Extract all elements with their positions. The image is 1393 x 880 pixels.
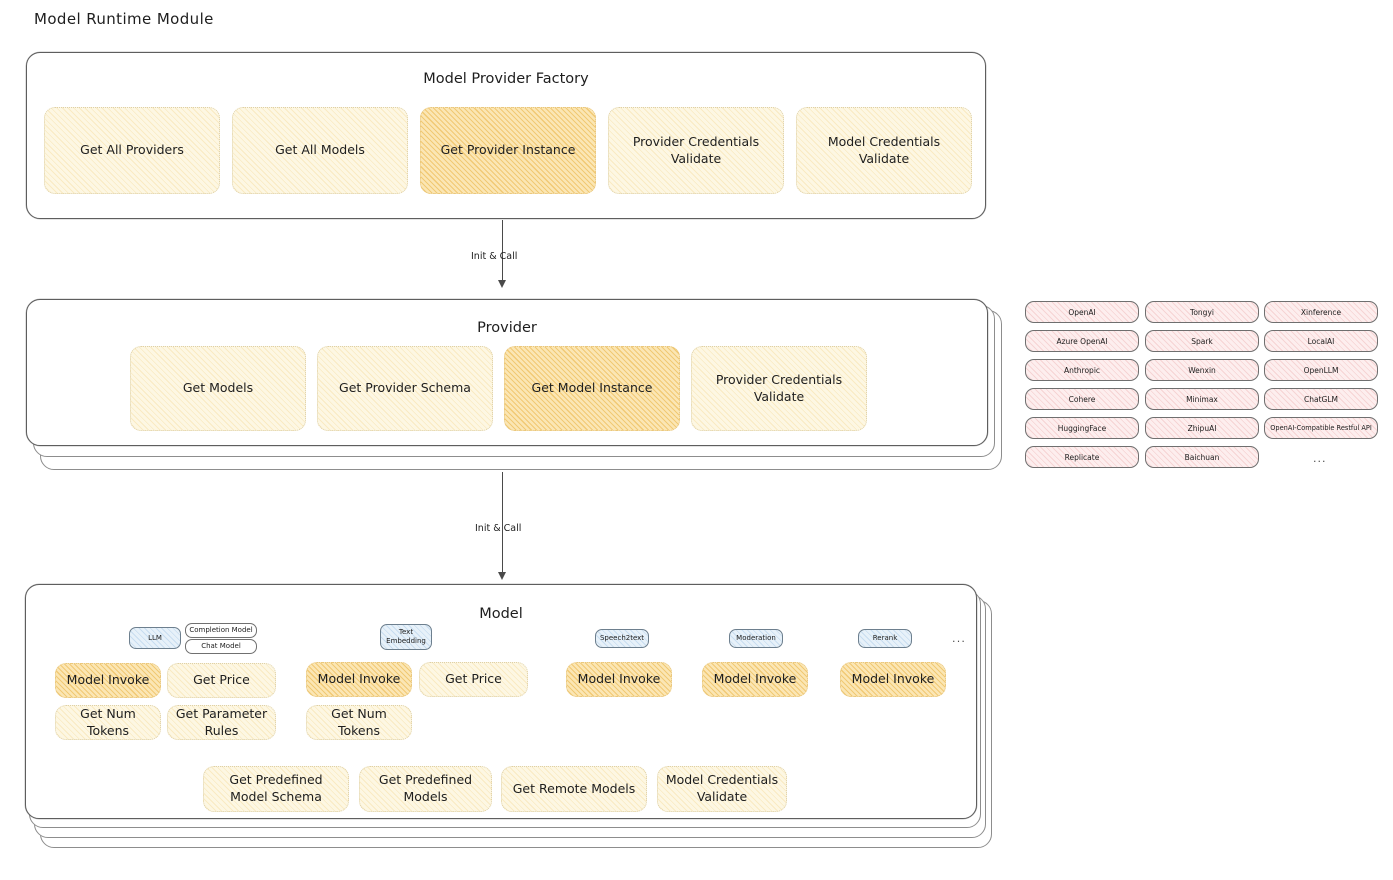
provider-chip-chatglm[interactable]: ChatGLM (1264, 388, 1378, 410)
card-llm-get-parameter-rules[interactable]: Get Parameter Rules (167, 705, 276, 740)
provider-chip-huggingface[interactable]: HuggingFace (1025, 417, 1139, 439)
connector-line-factory-to-provider (502, 220, 504, 283)
provider-chip-zhipuai[interactable]: ZhipuAI (1145, 417, 1259, 439)
connector-arrow-factory-to-provider (498, 280, 506, 288)
provider-chip-openllm[interactable]: OpenLLM (1264, 359, 1378, 381)
card-get-all-models[interactable]: Get All Models (232, 107, 408, 194)
card-provider-get-models[interactable]: Get Models (130, 346, 306, 431)
card-get-all-providers[interactable]: Get All Providers (44, 107, 220, 194)
card-provider-get-model-instance[interactable]: Get Model Instance (504, 346, 680, 431)
model-type-pill-speech2text[interactable]: Speech2text (595, 629, 649, 648)
provider-chip-spark[interactable]: Spark (1145, 330, 1259, 352)
card-get-remote-models[interactable]: Get Remote Models (501, 766, 647, 812)
card-get-provider-instance[interactable]: Get Provider Instance (420, 107, 596, 194)
connector-line-provider-to-model (502, 472, 504, 577)
card-get-predefined-model-schema[interactable]: Get Predefined Model Schema (203, 766, 349, 812)
card-rerank-model-invoke[interactable]: Model Invoke (840, 662, 946, 697)
card-moderation-model-invoke[interactable]: Model Invoke (702, 662, 808, 697)
panel-title-factory: Model Provider Factory (423, 71, 589, 87)
panel-title-provider: Provider (477, 320, 537, 336)
card-text-embedding-get-num-tokens[interactable]: Get Num Tokens (306, 705, 412, 740)
model-type-pill-llm[interactable]: LLM (129, 627, 181, 649)
card-provider-credentials-validate[interactable]: Provider Credentials Validate (691, 346, 867, 431)
card-llm-get-price[interactable]: Get Price (167, 663, 276, 698)
provider-chip-tongyi[interactable]: Tongyi (1145, 301, 1259, 323)
provider-chip-openai[interactable]: OpenAI (1025, 301, 1139, 323)
provider-chip-localai[interactable]: LocalAI (1264, 330, 1378, 352)
card-llm-get-num-tokens[interactable]: Get Num Tokens (55, 705, 161, 740)
card-text-embedding-get-price[interactable]: Get Price (419, 662, 528, 697)
model-type-pill-moderation[interactable]: Moderation (729, 629, 783, 648)
model-types-more-indicator: ... (952, 632, 967, 645)
provider-list-more-indicator: ... (1313, 452, 1327, 465)
model-type-pill-chat-model[interactable]: Chat Model (185, 639, 257, 654)
provider-chip-replicate[interactable]: Replicate (1025, 446, 1139, 468)
card-get-predefined-models[interactable]: Get Predefined Models (359, 766, 492, 812)
provider-chip-azure-openai[interactable]: Azure OpenAI (1025, 330, 1139, 352)
card-speech2text-model-invoke[interactable]: Model Invoke (566, 662, 672, 697)
provider-chip-anthropic[interactable]: Anthropic (1025, 359, 1139, 381)
card-model-credentials-validate-shared[interactable]: Model Credentials Validate (657, 766, 787, 812)
provider-chip-baichuan[interactable]: Baichuan (1145, 446, 1259, 468)
card-text-embedding-model-invoke[interactable]: Model Invoke (306, 662, 412, 697)
model-type-pill-completion-model[interactable]: Completion Model (185, 623, 257, 638)
connector-label-init-and-call-2: Init & Call (475, 523, 522, 534)
model-type-pill-rerank[interactable]: Rerank (858, 629, 912, 648)
provider-chip-xinference[interactable]: Xinference (1264, 301, 1378, 323)
diagram-title: Model Runtime Module (34, 10, 214, 28)
panel-title-model: Model (479, 606, 523, 622)
provider-chip-minimax[interactable]: Minimax (1145, 388, 1259, 410)
card-model-credentials-validate[interactable]: Model Credentials Validate (796, 107, 972, 194)
model-type-pill-text-embedding[interactable]: Text Embedding (380, 624, 432, 650)
provider-chip-wenxin[interactable]: Wenxin (1145, 359, 1259, 381)
card-provider-credentials-validate[interactable]: Provider Credentials Validate (608, 107, 784, 194)
card-provider-get-provider-schema[interactable]: Get Provider Schema (317, 346, 493, 431)
provider-chip-openai-compatible-restful-api[interactable]: OpenAI-Compatible Restful API (1264, 417, 1378, 439)
connector-label-init-and-call-1: Init & Call (471, 251, 518, 262)
card-llm-model-invoke[interactable]: Model Invoke (55, 663, 161, 698)
provider-chip-cohere[interactable]: Cohere (1025, 388, 1139, 410)
connector-arrow-provider-to-model (498, 572, 506, 580)
